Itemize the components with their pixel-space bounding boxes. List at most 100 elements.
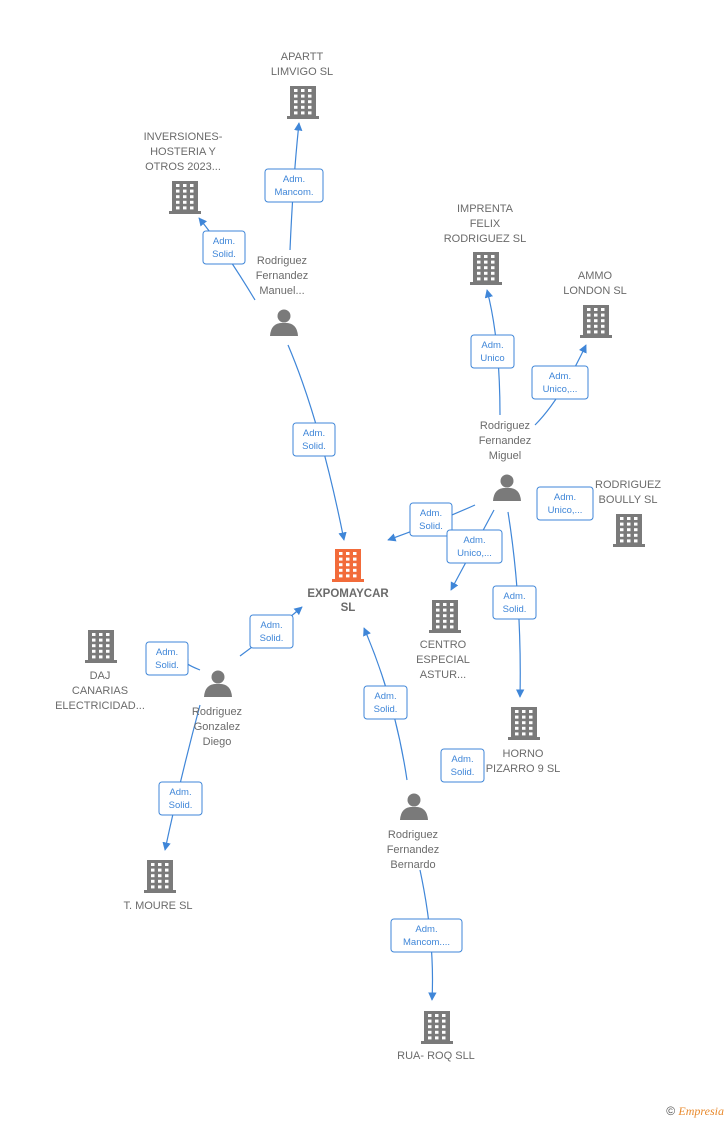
company-node-centro[interactable]: CENTRO ESPECIAL ASTUR... — [416, 600, 470, 681]
edge-label-miguel-to-horno[interactable]: Adm.Solid. — [492, 585, 537, 620]
edge-label-text: Unico — [480, 353, 504, 364]
node-label-inversiones: OTROS 2023... — [145, 161, 221, 173]
edge-label-box — [470, 334, 515, 369]
edge-label-box — [292, 422, 336, 457]
edge-label-manuel-to-expomaycar[interactable]: Adm. Solid. — [292, 422, 336, 457]
edge-label-text: Solid. — [260, 633, 284, 644]
footer-brand: © Empresia — [666, 1104, 724, 1119]
edge-label-box — [158, 781, 203, 816]
node-label-centro: ESPECIAL — [416, 654, 470, 666]
brand-logo: Empresia — [678, 1104, 724, 1118]
building-icon — [332, 549, 364, 582]
edge-label-bernardo-to-horno[interactable]: Adm.Solid. — [440, 748, 485, 783]
node-label-imprenta: IMPRENTA — [457, 203, 514, 215]
edge-label-box — [446, 529, 503, 564]
edge-label-miguel-to-ammo[interactable]: Adm.Unico,... — [531, 365, 589, 400]
node-label-daj: CANARIAS — [72, 685, 128, 697]
copyright-symbol: © — [666, 1104, 676, 1118]
edge-label-bernardo-to-ruaroq[interactable]: Adm. Mancom.... — [390, 918, 463, 953]
node-label-ammo: AMMO — [578, 270, 613, 282]
building-icon — [287, 86, 319, 119]
node-label-bernardo: Bernardo — [390, 859, 435, 871]
node-label-expomaycar: SL — [341, 602, 356, 614]
node-label-horno: HORNO — [503, 748, 544, 760]
edge-label-text: Adm. — [554, 492, 576, 503]
edge-label-miguel-to-imprenta[interactable]: Adm. Unico — [470, 334, 515, 369]
building-icon — [85, 630, 117, 663]
edge-label-miguel-to-boully[interactable]: Adm. Unico,... — [536, 486, 594, 521]
edge-label-text: Adm. — [481, 340, 503, 351]
building-icon — [421, 1011, 453, 1044]
company-node-daj[interactable]: DAJCANARIASELECTRICIDAD... — [55, 630, 145, 712]
building-icon — [613, 514, 645, 547]
node-label-horno: PIZARRO 9 SL — [486, 763, 561, 775]
brand-initial: E — [678, 1104, 686, 1118]
edge-label-text: Unico,... — [548, 505, 583, 516]
node-label-centro: CENTRO — [420, 639, 467, 651]
node-label-diego: Diego — [203, 736, 232, 748]
edge-label-text: Adm. — [169, 787, 191, 798]
edge-label-text: Solid. — [169, 800, 193, 811]
company-node-horno[interactable]: HORNO PIZARRO 9 SL — [486, 707, 561, 775]
edge-label-text: Unico,... — [543, 384, 578, 395]
edge-label-text: Solid. — [155, 660, 179, 671]
edge-label-manuel-to-inversiones[interactable]: Adm.Solid. — [202, 230, 246, 265]
edge-label-miguel-to-centro[interactable]: Adm.Unico,... — [446, 529, 503, 564]
edge-label-box — [145, 641, 189, 676]
edge-label-bernardo-to-expomaycar[interactable]: Adm.Solid. — [363, 685, 408, 720]
person-icon — [270, 309, 298, 336]
node-label-moure: T. MOURE SL — [123, 900, 192, 912]
edge-label-diego-to-moure[interactable]: Adm. Solid. — [158, 781, 203, 816]
brand-name: mpresia — [685, 1104, 724, 1118]
edge-label-text: Solid. — [451, 767, 475, 778]
node-label-imprenta: RODRIGUEZ SL — [444, 233, 527, 245]
company-node-moure[interactable]: T. MOURE SL — [123, 860, 193, 912]
building-icon — [470, 252, 502, 285]
building-icon — [508, 707, 540, 740]
building-icon — [429, 600, 461, 633]
node-label-manuel: Manuel... — [259, 285, 304, 297]
edge-label-text: Adm. — [260, 620, 282, 631]
node-label-boully: RODRIGUEZ — [595, 479, 661, 491]
edge-label-text: Adm. — [156, 647, 178, 658]
node-label-manuel: Rodriguez — [257, 255, 307, 267]
edge-label-miguel-to-expomaycar[interactable]: Adm.Solid. — [409, 502, 453, 537]
edge-label-diego-to-daj[interactable]: Adm. Solid. — [145, 641, 189, 676]
node-label-centro: ASTUR... — [420, 669, 466, 681]
edge-label-box — [363, 685, 408, 720]
company-node-ammo[interactable]: AMMO LONDON SL — [563, 270, 627, 338]
node-label-miguel: Rodriguez — [480, 420, 530, 432]
edge-label-text: Unico,... — [457, 548, 492, 559]
edge-label-text: Solid. — [302, 441, 326, 452]
edge-label-text: Adm. — [303, 428, 325, 439]
edge-label-text: Adm. — [415, 924, 437, 935]
edge-label-text: Mancom.... — [403, 937, 450, 948]
edge-label-manuel-to-apartt[interactable]: Adm.Mancom. — [264, 168, 324, 203]
edge-label-box — [202, 230, 246, 265]
person-node-manuel[interactable]: RodriguezFernandezManuel... — [256, 255, 309, 336]
edge-label-diego-to-expomaycar[interactable]: Adm. Solid. — [249, 614, 294, 649]
node-label-inversiones: INVERSIONES- — [144, 131, 223, 143]
company-node-ruaroq[interactable]: RUA- ROQ SLL — [397, 1011, 475, 1062]
node-label-diego: Gonzalez — [194, 721, 240, 733]
edge-label-box — [390, 918, 463, 953]
edge-label-text: Solid. — [374, 704, 398, 715]
node-label-ammo: LONDON SL — [563, 285, 627, 297]
edge-diego-to-moure — [162, 704, 201, 851]
node-label-bernardo: Fernandez — [387, 844, 440, 856]
edge-label-box — [531, 365, 589, 400]
edge-label-text: Mancom. — [274, 187, 313, 198]
node-label-apartt: APARTT — [281, 51, 324, 63]
building-icon — [580, 305, 612, 338]
node-label-manuel: Fernandez — [256, 270, 309, 282]
